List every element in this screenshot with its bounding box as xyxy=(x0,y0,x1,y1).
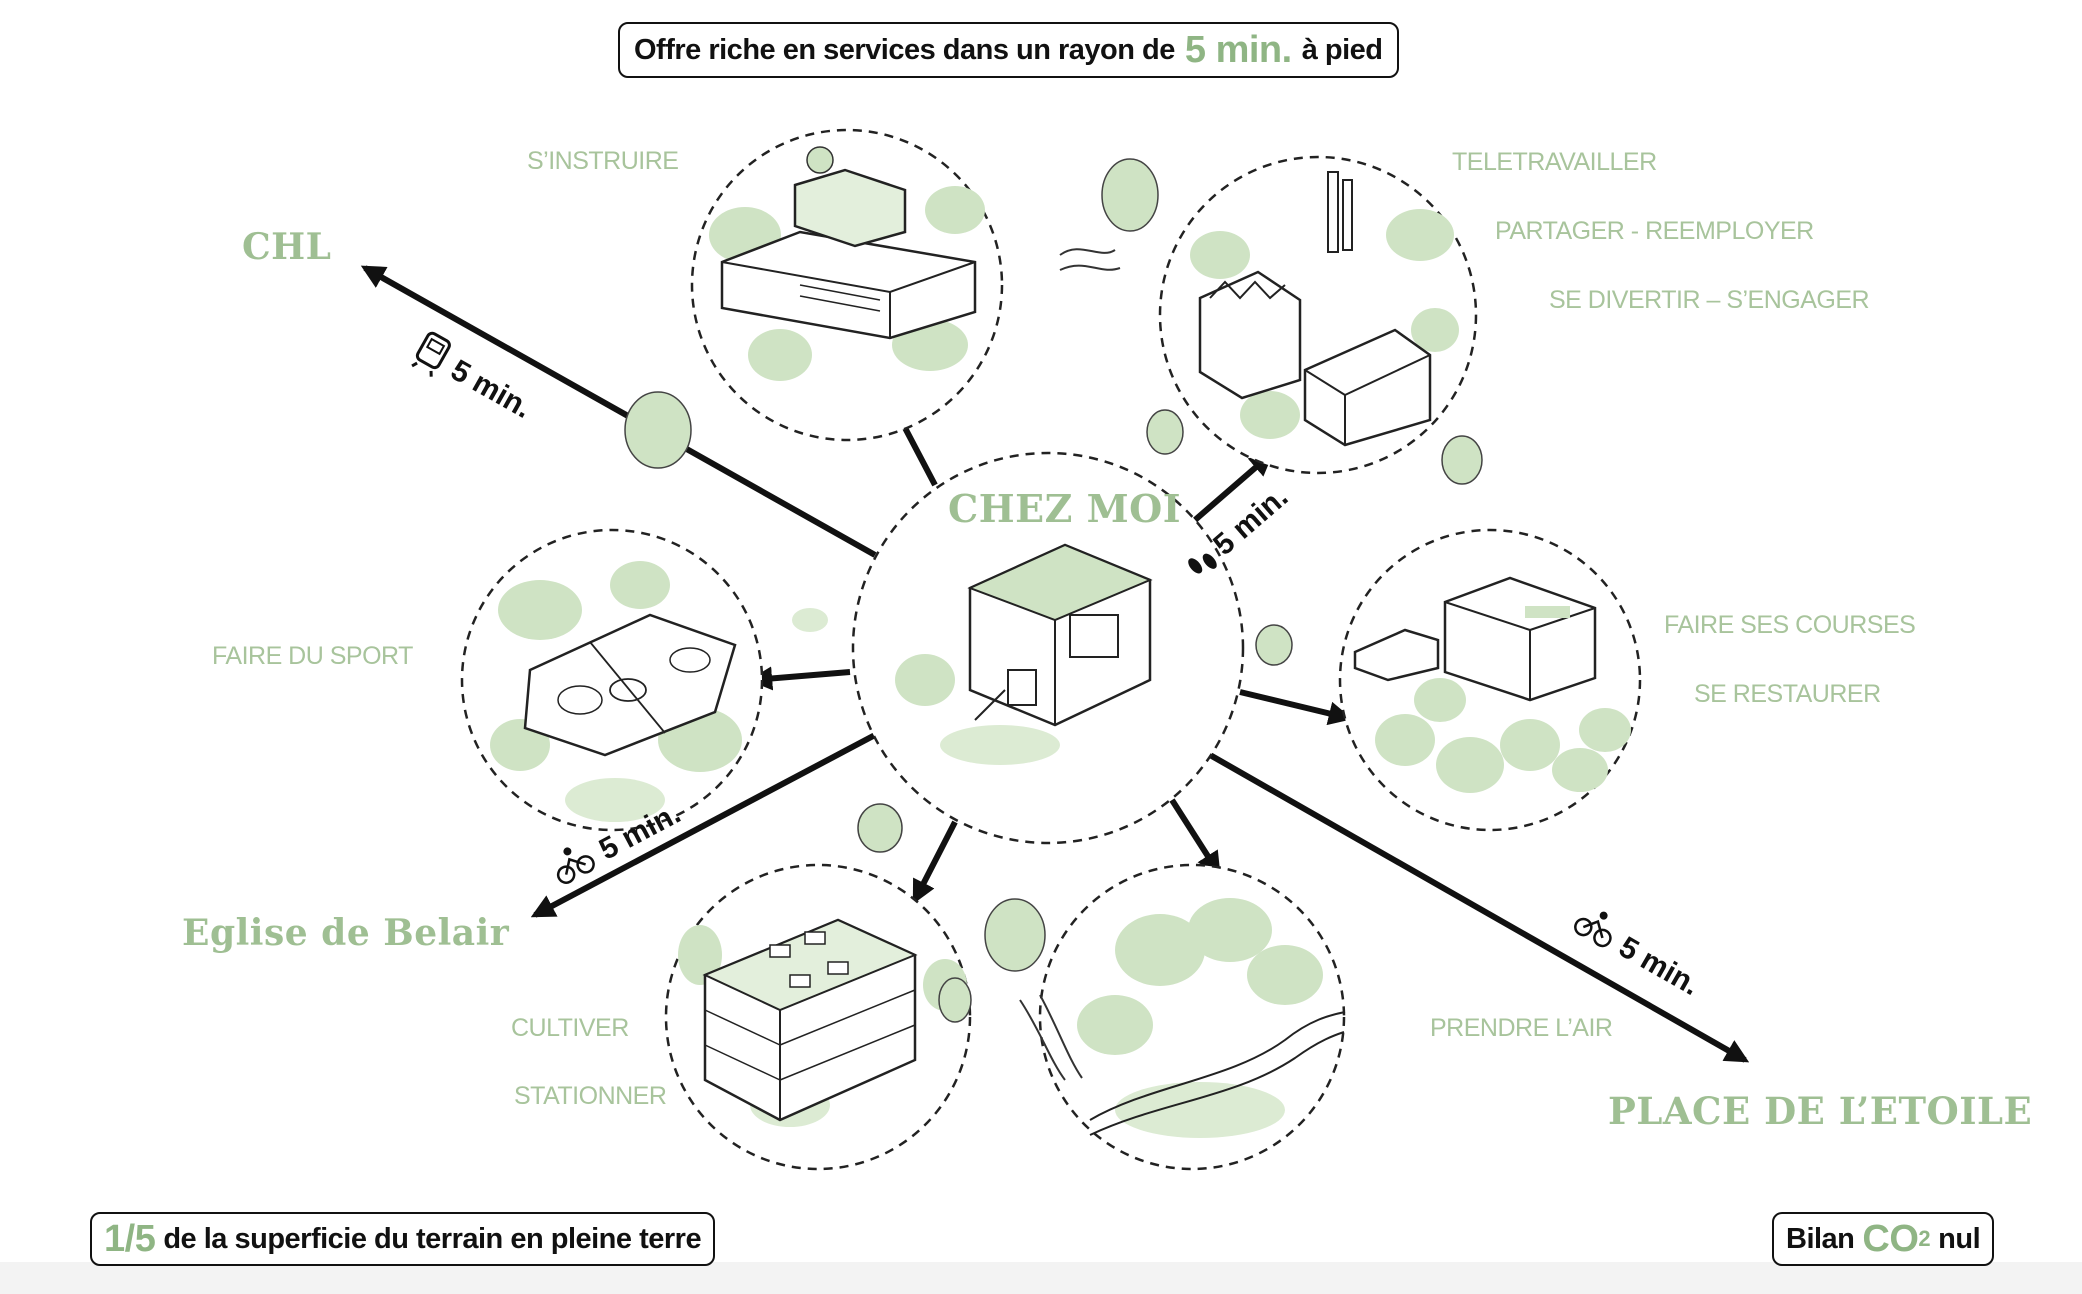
arrow-to-garden xyxy=(912,820,958,905)
footer-right-subscript: 2 xyxy=(1918,1226,1931,1251)
activity-air: PRENDRE L’AIR xyxy=(1430,1014,1613,1042)
activity-instruire: S’INSTRUIRE xyxy=(527,147,679,175)
activity-stationner: STATIONNER xyxy=(514,1082,667,1110)
footer-right-highlight: CO xyxy=(1862,1217,1919,1260)
activity-sport: FAIRE DU SPORT xyxy=(212,642,413,670)
footer-left-box: 1/5 de la superficie du terrain en plein… xyxy=(90,1212,716,1266)
arrow-to-sport xyxy=(748,666,851,691)
activity-courses: FAIRE SES COURSES xyxy=(1664,611,1916,639)
footer-left-highlight: 1/5 xyxy=(104,1217,156,1260)
circle-shops xyxy=(1338,528,1642,832)
arrow-to-park xyxy=(1169,798,1221,877)
bus-icon xyxy=(411,331,451,377)
destination-eglise: Eglise de Belair xyxy=(182,912,510,954)
activity-restaurer: SE RESTAURER xyxy=(1694,680,1881,708)
arrow-to-eglise xyxy=(530,732,877,918)
destination-etoile: PLACE DE L’ETOILE xyxy=(1608,1089,2033,1133)
header-prefix: Offre riche en services dans un rayon de xyxy=(634,33,1175,66)
home-title: CHEZ MOI xyxy=(948,486,1182,531)
arrow-to-etoile xyxy=(1208,752,1750,1063)
activity-cultiver: CULTIVER xyxy=(511,1014,629,1042)
activity-partager: PARTAGER - REEMPLOYER xyxy=(1495,217,1814,245)
bike-right-label: 5 min. xyxy=(1574,911,1705,1002)
circle-garden xyxy=(664,863,972,1171)
circle-park xyxy=(1038,863,1346,1171)
footer-left-text: de la superficie du terrain en pleine te… xyxy=(163,1222,702,1255)
bus-travel-label: 5 min. xyxy=(411,331,537,425)
walk-travel-time: 5 min. xyxy=(1207,480,1294,562)
arrow-to-chl xyxy=(360,265,877,558)
header-box: Offre riche en services dans un rayon de… xyxy=(618,22,1399,78)
footer-right-prefix: Bilan xyxy=(1786,1222,1855,1255)
bicycle-icon xyxy=(1574,911,1612,948)
activity-teletravailler: TELETRAVAILLER xyxy=(1452,148,1657,176)
scattered-trees xyxy=(624,158,1483,1081)
activity-divertir: SE DIVERTIR – S’ENGAGER xyxy=(1549,286,1870,314)
circle-school xyxy=(690,128,1004,442)
circle-work xyxy=(1158,155,1478,475)
bus-travel-time: 5 min. xyxy=(445,354,537,425)
header-highlight: 5 min. xyxy=(1184,28,1292,71)
circle-home xyxy=(851,451,1245,845)
bottom-fade xyxy=(0,1262,2082,1294)
destination-chl: CHL xyxy=(242,226,332,268)
circle-sport xyxy=(460,528,764,832)
footer-right-box: Bilan CO 2 nul xyxy=(1772,1212,1995,1266)
footer-right-suffix: nul xyxy=(1938,1222,1981,1255)
bicycle-icon xyxy=(556,847,595,884)
arrow-to-shops xyxy=(1239,689,1353,726)
arrow-to-work xyxy=(1193,451,1274,523)
header-suffix: à pied xyxy=(1301,33,1383,66)
footsteps-icon xyxy=(1188,553,1217,574)
